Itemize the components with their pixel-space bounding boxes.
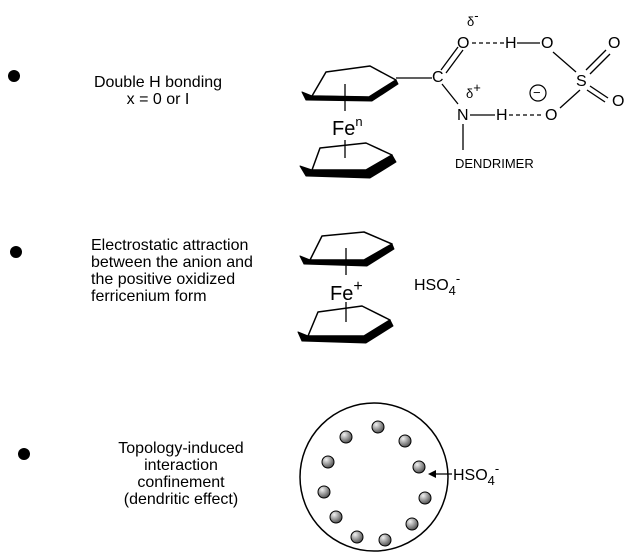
metal-label-1: Fen [332, 114, 363, 140]
delta-minus: δ- [467, 8, 479, 29]
sphere [418, 491, 432, 505]
atom-O-minus: O [545, 107, 557, 124]
atom-H-amide: H [496, 107, 508, 124]
atom-N: N [457, 107, 469, 124]
sphere [339, 430, 353, 444]
ferrocene-1: Fen [299, 65, 432, 179]
section1-line2: x = 0 or I [126, 91, 190, 108]
sphere [371, 420, 385, 434]
cp-ring-top-2-front [299, 243, 395, 267]
ferricenium: Fe+ HSO4- [297, 231, 460, 344]
section1-label: Double H bonding x = 0 or I [78, 74, 238, 108]
sphere-ring [317, 420, 432, 547]
sphere [329, 510, 343, 524]
amide-group: C O δ- N δ+ H DENDRIMER [432, 8, 534, 171]
section3-line1: Topology-induced [118, 440, 244, 457]
cp-ring-bottom-2-front [297, 319, 394, 344]
section2-line3: the positive oxidized [91, 271, 236, 288]
sphere [350, 530, 364, 544]
sphere [405, 517, 419, 531]
cp-ring-top-1-front [301, 79, 399, 102]
sphere [398, 434, 412, 448]
svg-text:−: − [533, 85, 541, 100]
section3-label: Topology-induced interaction confinement… [96, 440, 266, 508]
hydrogen-sulfate: H O S O O O − [472, 35, 624, 124]
section2-line4: ferricenium form [91, 288, 207, 305]
section2-label: Electrostatic attraction between the ani… [91, 237, 291, 305]
metal-label-2: Fe+ [330, 278, 363, 305]
sphere [321, 455, 335, 469]
atom-C: C [432, 69, 444, 86]
negative-charge-icon [529, 84, 547, 102]
atom-O-carbonyl: O [457, 35, 469, 52]
atom-O-hydroxyl: O [541, 35, 553, 52]
dendrimer-model: HSO4- [299, 402, 499, 552]
section3-line4: (dendritic effect) [123, 491, 239, 508]
section2-line1: Electrostatic attraction [91, 237, 249, 254]
atom-S: S [576, 73, 587, 90]
delta-plus: δ+ [466, 80, 481, 101]
atom-H-acid: H [505, 35, 517, 52]
atom-O-top: O [608, 35, 620, 52]
section3-line2: interaction [144, 457, 218, 474]
arrow-head-icon [428, 470, 436, 478]
dendrimer-label: DENDRIMER [455, 156, 534, 171]
section2-line2: between the anion and [91, 254, 253, 271]
cp-ring-bottom-1-front [299, 154, 397, 179]
section3-line3: confinement [137, 474, 225, 491]
section1-line1: Double H bonding [93, 74, 223, 91]
sphere [317, 485, 331, 499]
bullet-2 [10, 246, 22, 258]
bullet-3 [18, 448, 30, 460]
atom-O-right: O [612, 93, 624, 110]
sphere [412, 460, 426, 474]
sphere [378, 533, 392, 547]
anion-label-3: HSO4- [453, 461, 499, 488]
anion-label-2: HSO4- [414, 271, 460, 298]
bullet-1 [8, 70, 20, 82]
